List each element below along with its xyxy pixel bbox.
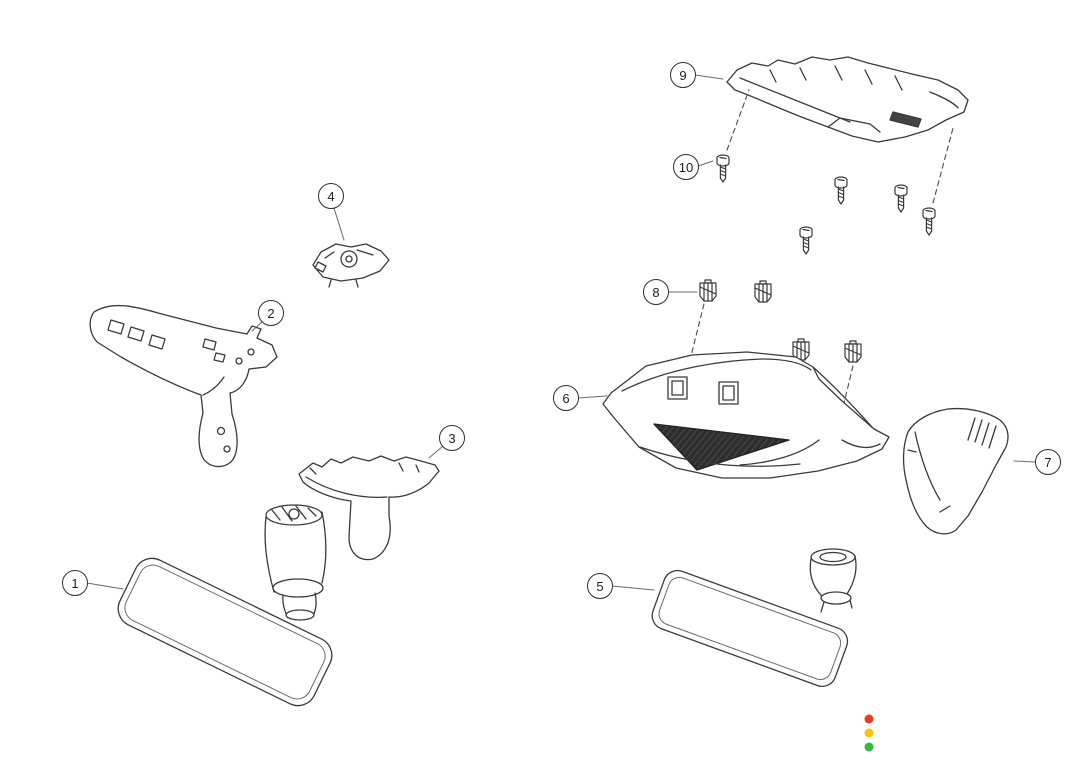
part-3-base-cover <box>298 455 440 561</box>
screw-icon <box>922 207 936 236</box>
clip-icon <box>754 280 772 303</box>
part-10-screws <box>716 154 936 255</box>
callout-label: 5 <box>596 578 604 594</box>
screw-icon <box>834 176 848 205</box>
yellow-dot <box>864 728 874 738</box>
callout-6[interactable]: 6 <box>553 385 579 411</box>
callout-label: 1 <box>71 575 79 591</box>
callout-label: 7 <box>1044 454 1052 470</box>
part-9-top-bracket <box>726 56 969 143</box>
callout-9[interactable]: 9 <box>670 62 696 88</box>
red-dot <box>864 714 874 724</box>
part-7-side-cover <box>902 407 1009 535</box>
callout-7[interactable]: 7 <box>1035 449 1061 475</box>
part-1-mount-stalk <box>264 504 327 621</box>
part-2-trim-panel <box>89 304 278 468</box>
callout-label: 10 <box>678 159 694 175</box>
callout-label: 8 <box>652 284 660 300</box>
clip-icon <box>699 279 717 302</box>
leader-lines <box>86 74 1037 591</box>
part-1-mirror <box>117 557 333 707</box>
callout-10[interactable]: 10 <box>673 154 699 180</box>
callout-label: 3 <box>448 430 456 446</box>
screw-icon <box>799 226 813 255</box>
callout-1[interactable]: 1 <box>62 570 88 596</box>
part-5-mount <box>809 548 857 613</box>
callout-8[interactable]: 8 <box>643 279 669 305</box>
part-4-bracket <box>312 243 390 288</box>
screw-icon <box>716 154 730 183</box>
green-dot <box>864 742 874 752</box>
callout-3[interactable]: 3 <box>439 425 465 451</box>
screw-icon <box>894 184 908 213</box>
part-6-housing <box>602 351 890 479</box>
callout-label: 9 <box>679 67 687 83</box>
callout-5[interactable]: 5 <box>587 573 613 599</box>
callout-2[interactable]: 2 <box>258 300 284 326</box>
callout-label: 6 <box>562 390 570 406</box>
callout-label: 4 <box>327 188 335 204</box>
callout-4[interactable]: 4 <box>318 183 344 209</box>
part-8-clips <box>699 279 862 363</box>
callout-label: 2 <box>267 305 275 321</box>
clip-icon <box>844 340 862 363</box>
status-indicator <box>864 714 874 752</box>
part-5-mirror <box>651 569 849 688</box>
